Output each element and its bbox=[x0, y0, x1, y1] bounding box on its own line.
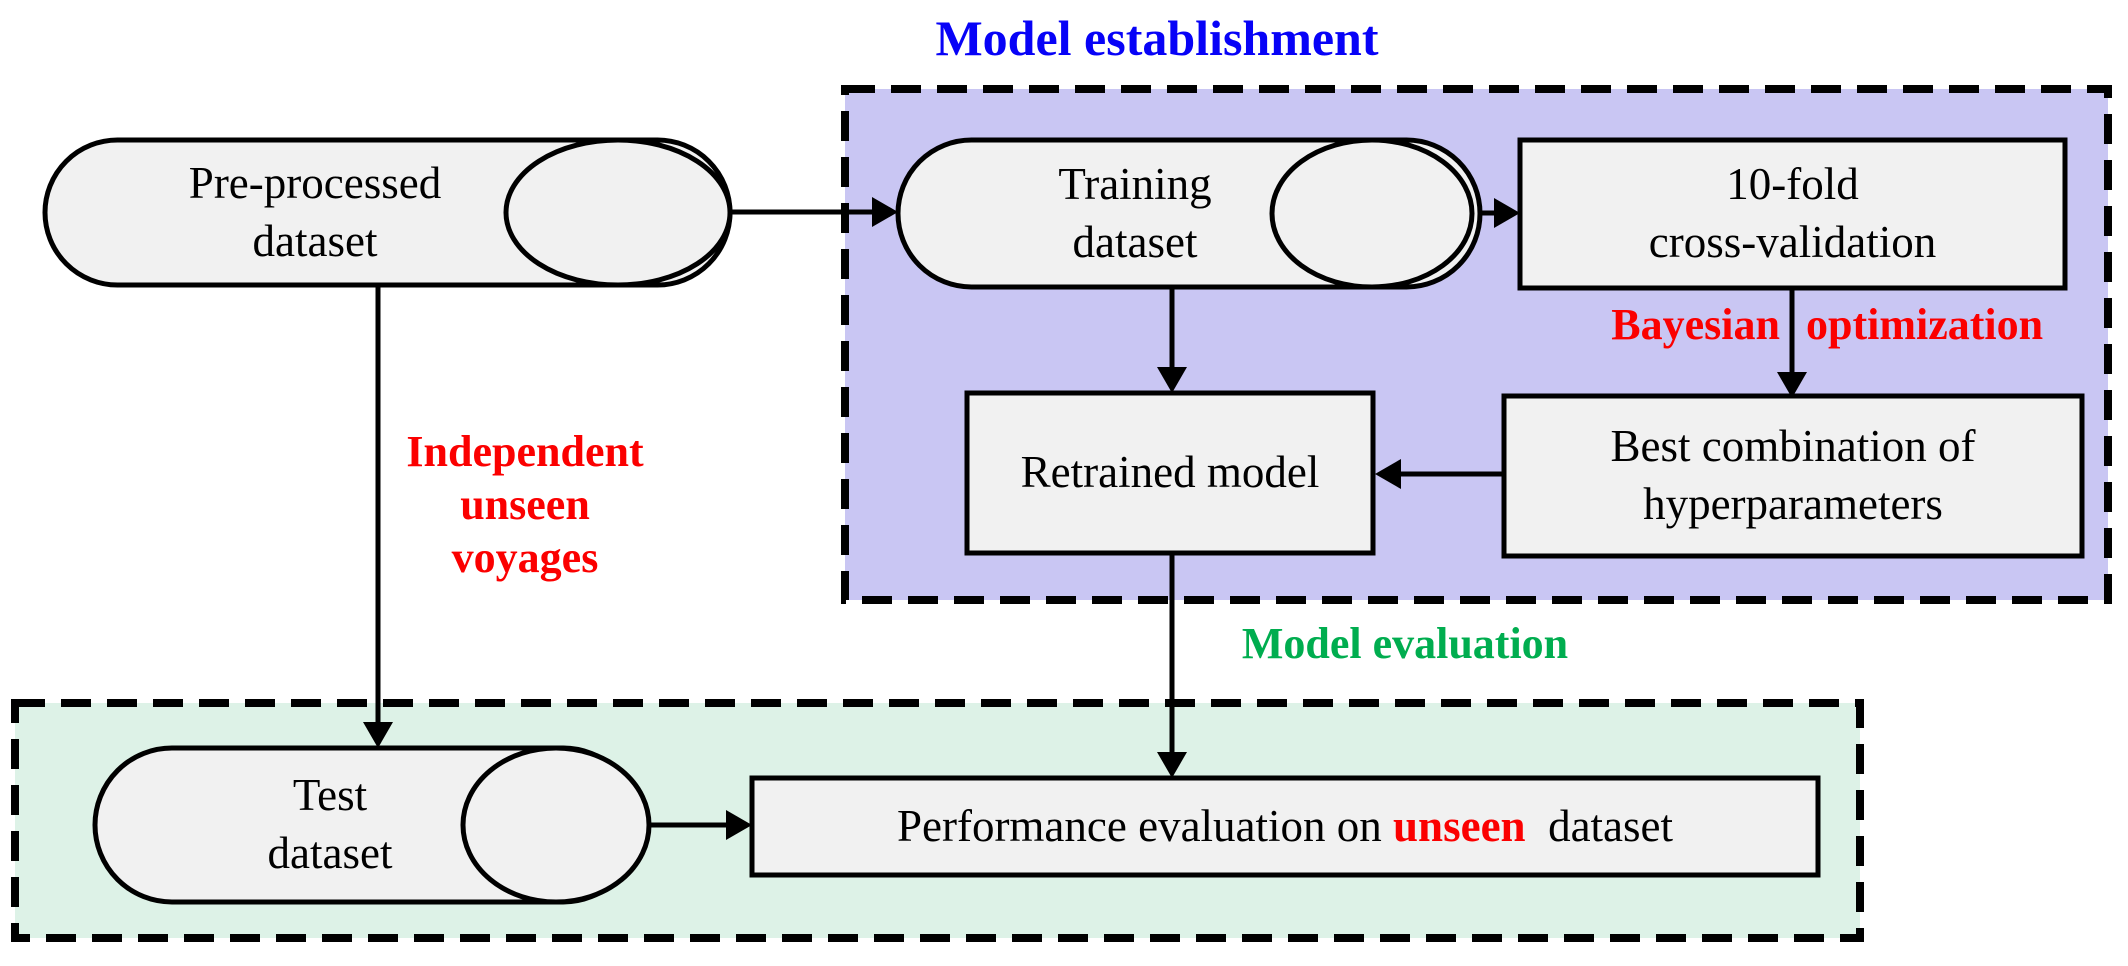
arrow-test-to-performance bbox=[647, 810, 752, 840]
arrow-crossvalidation-to-bestcombination bbox=[1777, 288, 1807, 398]
performance-label-unseen-highlight: unseen bbox=[1393, 800, 1526, 851]
independent-label-line1: Independent bbox=[406, 427, 644, 476]
best-combination-box bbox=[1501, 393, 2085, 559]
arrow-preprocessed-to-test bbox=[363, 285, 393, 748]
performance-label-suffix: dataset bbox=[1525, 800, 1674, 851]
arrow-retrained-to-performance bbox=[1157, 553, 1187, 778]
test-dataset-label: Test dataset bbox=[90, 748, 570, 902]
crossvalidation-label-line1: 10-fold bbox=[1726, 159, 1859, 210]
crossvalidation-label: 10-fold cross-validation bbox=[1520, 140, 2065, 288]
crossvalidation-box bbox=[1517, 137, 2068, 291]
retrained-model-box bbox=[964, 390, 1376, 556]
preprocessed-dataset-cylinder bbox=[42, 137, 733, 288]
retrained-model-label: Retrained model bbox=[967, 393, 1373, 553]
model-establishment-title: Model establishment bbox=[935, 10, 1379, 66]
best-combination-label-line2: hyperparameters bbox=[1643, 479, 1943, 529]
test-label-line1: Test bbox=[292, 770, 368, 821]
preprocessed-label-line1: Pre-processed bbox=[188, 157, 442, 208]
test-dataset-cylinder bbox=[92, 745, 652, 905]
training-dataset-cylinder bbox=[895, 137, 1483, 290]
arrow-bestcombination-to-retrained bbox=[1375, 459, 1504, 489]
performance-label-prefix: Performance evaluation on bbox=[896, 800, 1394, 851]
performance-evaluation-box bbox=[749, 775, 1821, 878]
preprocessed-label-line2: dataset bbox=[252, 215, 378, 266]
performance-evaluation-label: Performance evaluation on unseen dataset bbox=[752, 778, 1818, 875]
independent-label-line2: unseen bbox=[460, 479, 590, 529]
arrow-preprocessed-to-training bbox=[730, 197, 898, 227]
independent-label-line3: voyages bbox=[451, 532, 599, 582]
independent-unseen-voyages-label: Independent unseen voyages bbox=[325, 426, 725, 584]
best-combination-label: Best combination of hyperparameters bbox=[1504, 396, 2082, 556]
bayesian-optimization-label-word2: optimization bbox=[1806, 300, 2044, 349]
bayesian-optimization-label-word1: Bayesian bbox=[1611, 300, 1780, 349]
preprocessed-dataset-label: Pre-processed dataset bbox=[75, 140, 555, 285]
retrained-label-line1: Retrained model bbox=[1020, 447, 1320, 498]
crossvalidation-label-line2: cross-validation bbox=[1648, 217, 1937, 267]
training-label-line2: dataset bbox=[1072, 216, 1198, 267]
arrow-training-to-retrained bbox=[1157, 287, 1187, 393]
model-evaluation-title: Model evaluation bbox=[1241, 619, 1569, 668]
training-label-line1: Training bbox=[1058, 158, 1212, 209]
best-combination-label-line1: Best combination of bbox=[1610, 421, 1976, 472]
training-dataset-label: Training dataset bbox=[895, 140, 1375, 287]
test-label-line2: dataset bbox=[267, 828, 393, 878]
